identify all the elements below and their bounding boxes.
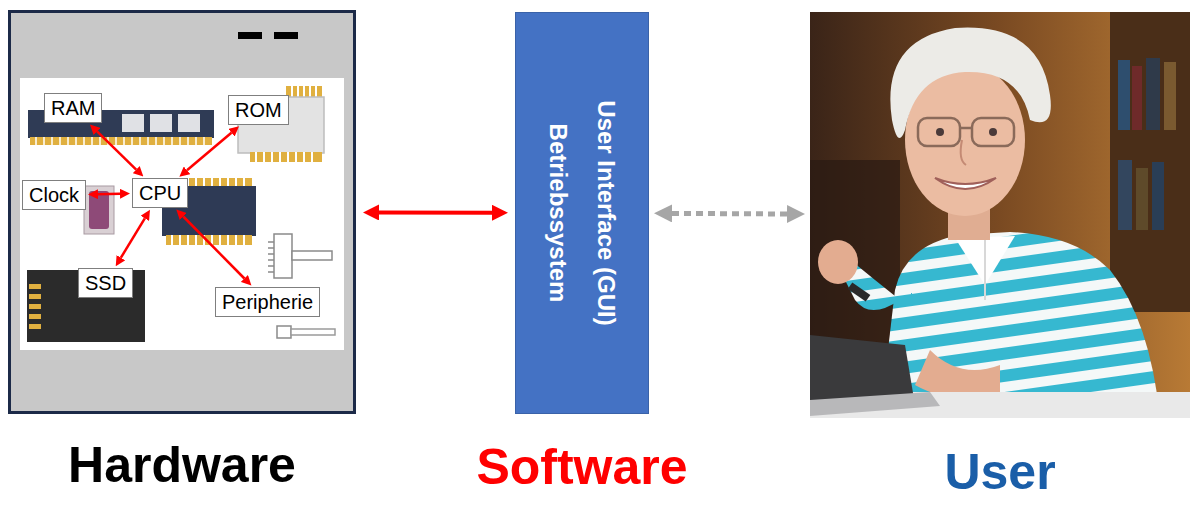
illustration-path (960, 127, 972, 130)
illustration-rect (89, 191, 109, 229)
hardware-device: HardwareRAMROMClockCPUSSDPeripherie (8, 10, 356, 414)
illustration-rect (848, 282, 871, 301)
component-label: RAM (44, 93, 102, 123)
peripheral-connector (268, 234, 335, 338)
caption-holder: Hardware (0, 437, 393, 495)
data-flow-arrow (121, 218, 145, 257)
data-flow-arrow (183, 217, 244, 279)
illustration-rect (29, 324, 41, 329)
illustration-circle (936, 128, 944, 136)
illustration-rect (122, 114, 144, 132)
caption-holder: Software (476, 439, 688, 497)
illustration-rect (238, 32, 262, 39)
illustration-rect (1136, 168, 1148, 230)
interaction-arrow (672, 211, 787, 217)
category-heading: Software (476, 439, 688, 497)
component-label: CPU (132, 178, 188, 208)
illustration-rect (250, 152, 322, 162)
illustration-path (880, 232, 1160, 418)
illustration-rect (274, 234, 292, 278)
user-photo-frame: User (810, 12, 1190, 418)
illustration-path (935, 178, 996, 189)
illustration-ellipse (818, 240, 858, 284)
illustration-path (890, 28, 1050, 138)
illustration-rect (29, 294, 41, 299)
software-layer: User Interface (GUI)BetriebssystemSoftwa… (515, 12, 649, 414)
illustration-rect (1132, 66, 1142, 130)
illustration-path (256, 152, 312, 162)
illustration-rect (8, 10, 356, 414)
component-label: SSD (78, 268, 133, 298)
component-name: ROM (235, 99, 282, 121)
illustration-rect (178, 114, 200, 132)
illustration-rect (291, 329, 335, 335)
component-name: Clock (29, 184, 79, 206)
component-name: Peripherie (222, 291, 313, 313)
layer-label: User Interface (GUI) (582, 23, 630, 403)
illustration-rect (150, 114, 172, 132)
illustration-path (961, 140, 966, 165)
illustration-rect (30, 137, 212, 145)
illustration-rect (972, 118, 1014, 146)
illustration-path (268, 242, 274, 272)
illustration-rect (918, 118, 960, 146)
illustration-rect (1164, 62, 1176, 130)
illustration-rect (1152, 162, 1164, 230)
illustration-rect (20, 78, 344, 350)
illustration-rect (810, 12, 1190, 418)
component-label: Peripherie (215, 287, 320, 317)
category-heading: User (770, 444, 1190, 502)
illustration-rect (277, 326, 291, 338)
illustration-path (984, 240, 986, 300)
component-name: SSD (85, 272, 126, 294)
illustration-path (292, 86, 316, 98)
illustration-rect (1118, 60, 1130, 130)
data-flow-arrow (97, 131, 136, 169)
illustration-rect (29, 314, 41, 319)
layer-label: Betriebssystem (534, 23, 582, 403)
data-flow-arrow (187, 133, 231, 171)
illustration-path (810, 392, 940, 416)
component-label: Clock (22, 180, 86, 210)
component-name: RAM (51, 97, 95, 119)
illustration-path (36, 137, 204, 145)
illustration-rect (286, 86, 322, 98)
illustration-rect (274, 32, 298, 39)
component-name: CPU (139, 182, 181, 204)
illustration-rect (1146, 58, 1160, 130)
illustration-path (915, 350, 1000, 398)
user-photo (810, 12, 1190, 418)
rotated-text-block: User Interface (GUI)Betriebssystem (534, 23, 630, 403)
device-housing (8, 10, 356, 414)
data-flow-arrow (379, 211, 492, 215)
illustration-rect (810, 160, 900, 360)
illustration-rect (29, 304, 41, 309)
illustration-rect (1118, 160, 1132, 230)
caption-holder: User (770, 444, 1190, 502)
illustration-rect (1110, 12, 1190, 312)
illustration-circle (989, 128, 997, 136)
illustration-rect (29, 284, 41, 289)
component-label: ROM (228, 95, 289, 125)
illustration-rect (292, 251, 332, 260)
category-heading: Hardware (0, 437, 393, 495)
data-flow-arrow (98, 193, 120, 196)
